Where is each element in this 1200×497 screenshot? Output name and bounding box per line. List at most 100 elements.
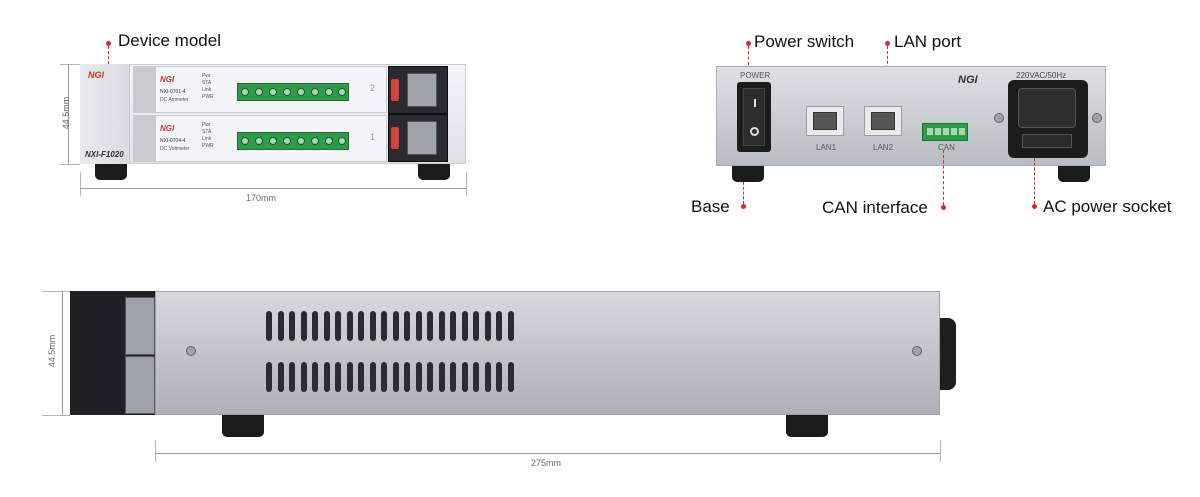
vent-slot xyxy=(392,311,399,341)
module-bottom: NGI NXI-0704-4 DC Voltmeter Pwr STA Link… xyxy=(133,115,387,162)
led-label: STA xyxy=(202,80,212,86)
dim-side-length: 275mm xyxy=(531,458,562,468)
power-switch xyxy=(737,82,771,152)
lan2-port xyxy=(864,106,902,136)
vent-slot xyxy=(323,311,330,341)
vent-slot xyxy=(415,311,422,341)
callout-dot-device-model xyxy=(106,41,111,46)
module-strip xyxy=(134,67,156,112)
vent-slot xyxy=(507,362,514,392)
module-sub: DC Voltmeter xyxy=(160,146,190,152)
terminal-block xyxy=(237,132,349,150)
vent-slot xyxy=(484,311,491,341)
vent-slot xyxy=(358,311,364,341)
callout-can-interface: CAN interface xyxy=(822,198,928,217)
callout-power-switch: Power switch xyxy=(754,32,855,51)
vent-slot xyxy=(358,362,364,392)
vent-slot xyxy=(438,362,445,392)
module-sub: DC Ammeter xyxy=(160,97,189,103)
led-indicators: Pwr STA Link PWR xyxy=(202,73,214,101)
side-power-switch xyxy=(940,318,956,390)
dim-line-front-width xyxy=(80,188,466,189)
vent-slot xyxy=(300,311,307,341)
vent-slot xyxy=(335,362,341,392)
vent-slot xyxy=(496,362,502,392)
module-brand: NGI xyxy=(160,124,175,133)
callout-dot-power-switch xyxy=(746,41,751,46)
vent-slot xyxy=(369,362,376,392)
vent-slot xyxy=(277,311,284,341)
dim-tick xyxy=(466,172,467,196)
callout-dot-lan-port xyxy=(885,41,890,46)
callout-device-model: Device model xyxy=(118,31,221,50)
dim-tick xyxy=(155,440,156,462)
device-model-label: NXI-F1020 xyxy=(85,150,124,159)
callout-line-base xyxy=(743,182,744,204)
rear-brand-logo: NGI xyxy=(958,74,978,86)
slot-number: 2 xyxy=(370,83,376,93)
power-label: POWER xyxy=(740,71,771,80)
led-label: PWR xyxy=(202,143,214,149)
callout-dot-can-interface xyxy=(941,205,946,210)
vent-slot xyxy=(507,311,514,341)
led-label: STA xyxy=(202,129,212,135)
vent-slot xyxy=(427,362,433,392)
dim-line-front-height xyxy=(68,64,69,164)
vent-slot xyxy=(404,311,410,341)
vent-slot xyxy=(289,311,295,341)
vent-slot xyxy=(484,362,491,392)
vent-slot xyxy=(438,311,445,341)
vent-slot xyxy=(415,362,422,392)
vent-slot xyxy=(277,362,284,392)
slot-number: 1 xyxy=(370,132,376,142)
side-screw xyxy=(912,346,922,356)
vent-slot xyxy=(404,362,410,392)
vent-slot xyxy=(450,311,456,341)
dim-side-height: 44.5mm xyxy=(47,334,57,368)
vent-slot xyxy=(473,362,479,392)
terminal-block xyxy=(237,83,349,101)
callout-base: Base xyxy=(691,197,730,216)
callout-lan-port: LAN port xyxy=(894,32,962,51)
vent-slot xyxy=(392,362,399,392)
vent-slot xyxy=(300,362,307,392)
module-name: NXI-0701-4 xyxy=(160,89,186,95)
side-handle-bottom xyxy=(125,356,155,414)
vent-slot xyxy=(427,311,433,341)
module-name: NXI-0704-4 xyxy=(160,138,186,144)
module-handle-top xyxy=(388,66,448,114)
module-brand: NGI xyxy=(160,75,175,84)
vent-slot xyxy=(312,362,318,392)
vent-slot xyxy=(473,311,479,341)
ac-power-socket xyxy=(1008,80,1088,158)
vent-slot xyxy=(266,311,272,341)
lan1-port xyxy=(806,106,844,136)
vent-slot xyxy=(450,362,456,392)
dim-front-width: 170mm xyxy=(246,193,277,203)
led-label: Link xyxy=(202,136,212,142)
base-foot xyxy=(786,415,828,437)
base-foot xyxy=(95,164,127,180)
led-label: Pwr xyxy=(202,122,211,128)
base-foot xyxy=(222,415,264,437)
side-chassis xyxy=(155,291,940,415)
side-screw xyxy=(186,346,196,356)
module-strip xyxy=(134,116,156,161)
module-handle-bottom xyxy=(388,114,448,162)
dim-tick xyxy=(60,164,80,165)
led-label: Pwr xyxy=(202,73,211,79)
vent-slot xyxy=(346,311,353,341)
vent-slot xyxy=(461,362,468,392)
led-indicators: Pwr STA Link PWR xyxy=(202,122,214,150)
module-top: NGI NXI-0701-4 DC Ammeter Pwr STA Link P… xyxy=(133,66,387,113)
vent-slot xyxy=(312,311,318,341)
led-label: Link xyxy=(202,87,212,93)
can-label: CAN xyxy=(938,143,955,152)
dim-line-side-length xyxy=(155,453,940,454)
vent-slot xyxy=(496,311,502,341)
dim-tick xyxy=(940,440,941,462)
dim-tick xyxy=(80,172,81,196)
base-foot xyxy=(1058,166,1090,182)
vent-slot xyxy=(323,362,330,392)
socket-screw xyxy=(1092,113,1102,123)
